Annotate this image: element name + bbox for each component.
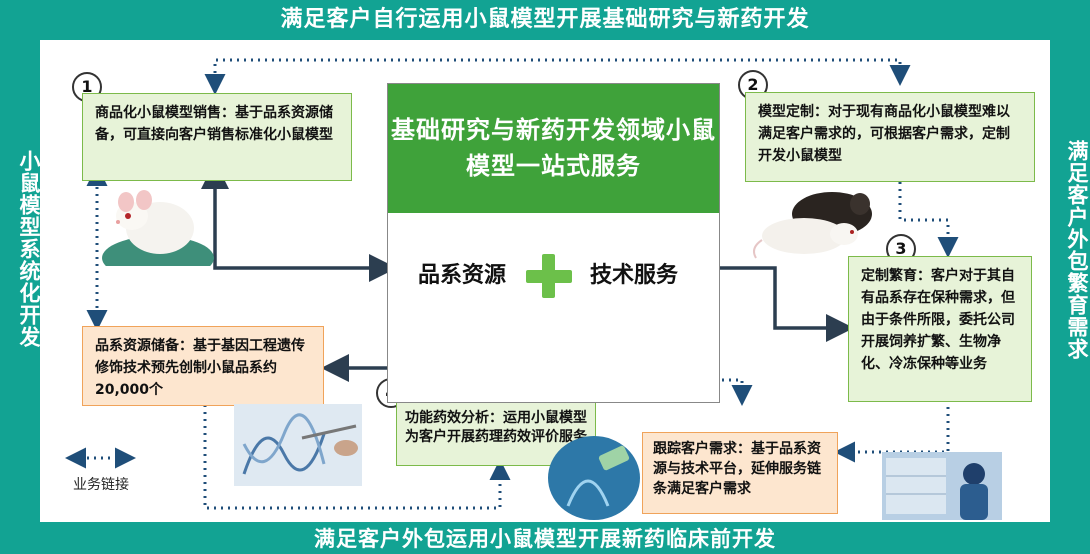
plus-icon xyxy=(526,254,572,298)
left-side-title: 小鼠模型系统化开发 xyxy=(17,150,41,348)
right-side-title: 满足客户外包繁育需求 xyxy=(1065,140,1089,360)
box-strain-reserve-text: 品系资源储备：基于基因工程遗传修饰技术预先创制小鼠品系约20,000个 xyxy=(95,338,305,398)
box-product-sales: 商品化小鼠模型销售：基于品系资源储备，可直接向客户销售标准化小鼠模型 xyxy=(82,93,352,181)
strain-resources-label: 品系资源 xyxy=(418,263,507,288)
dna-tweezers-photo xyxy=(234,404,362,486)
box-model-customization: 模型定制：对于现有商品化小鼠模型难以满足客户需求的，可根据客户需求，定制开发小鼠… xyxy=(745,92,1035,182)
box-model-customization-text: 模型定制：对于现有商品化小鼠模型难以满足客户需求的，可根据客户需求，定制开发小鼠… xyxy=(758,104,1010,164)
box-product-sales-text: 商品化小鼠模型销售：基于品系资源储备，可直接向客户销售标准化小鼠模型 xyxy=(95,105,333,143)
breeding-facility-photo xyxy=(882,452,1002,520)
facility-illustration xyxy=(882,452,1002,520)
bottom-band-title: 满足客户外包运用小鼠模型开展新药临床前开发 xyxy=(314,527,776,551)
arrow-services-box3 xyxy=(683,254,854,342)
resource-service-row: 品系资源 技术服务 xyxy=(388,254,719,298)
arrow-box1-resources xyxy=(201,161,397,282)
one-stop-service-title: 基础研究与新药开发领域小鼠模型一站式服务 xyxy=(388,84,719,213)
legend-label: 业务链接 xyxy=(73,477,129,493)
box-customer-tracking: 跟踪客户需求：基于品系资源与技术平台，延伸服务链条满足客户需求 xyxy=(642,432,838,514)
box-custom-breeding: 定制繁育：客户对于其自有品系存在保种需求，但由于条件所限，委托公司开展饲养扩繁、… xyxy=(848,256,1032,402)
link-box3-tracking xyxy=(834,400,950,463)
black-white-mice-photo xyxy=(748,184,878,260)
box-custom-breeding-text: 定制繁育：客户对于其自有品系存在保种需求，但由于条件所限，委托公司开展饲养扩繁、… xyxy=(861,268,1015,372)
lab-vial-photo xyxy=(548,436,640,520)
top-band-title: 满足客户自行运用小鼠模型开展基础研究与新药开发 xyxy=(280,7,810,32)
vial-illustration xyxy=(548,436,640,520)
dna-illustration xyxy=(234,404,362,486)
technical-services-label: 技术服务 xyxy=(590,263,679,288)
link-box1-box2 xyxy=(204,58,911,95)
box-efficacy-analysis-text: 功能药效分析：运用小鼠模型为客户开展药理药效评价服务 xyxy=(405,410,587,445)
white-mouse-photo xyxy=(102,180,214,266)
box-strain-reserve: 品系资源储备：基于基因工程遗传修饰技术预先创制小鼠品系约20,000个 xyxy=(82,326,324,406)
box-customer-tracking-text: 跟踪客户需求：基于品系资源与技术平台，延伸服务链条满足客户需求 xyxy=(653,441,821,497)
white-mouse-illustration xyxy=(102,190,214,266)
one-stop-service-block: 基础研究与新药开发领域小鼠模型一站式服务 品系资源 技术服务 xyxy=(387,83,720,403)
two-mice-illustration xyxy=(753,192,872,259)
